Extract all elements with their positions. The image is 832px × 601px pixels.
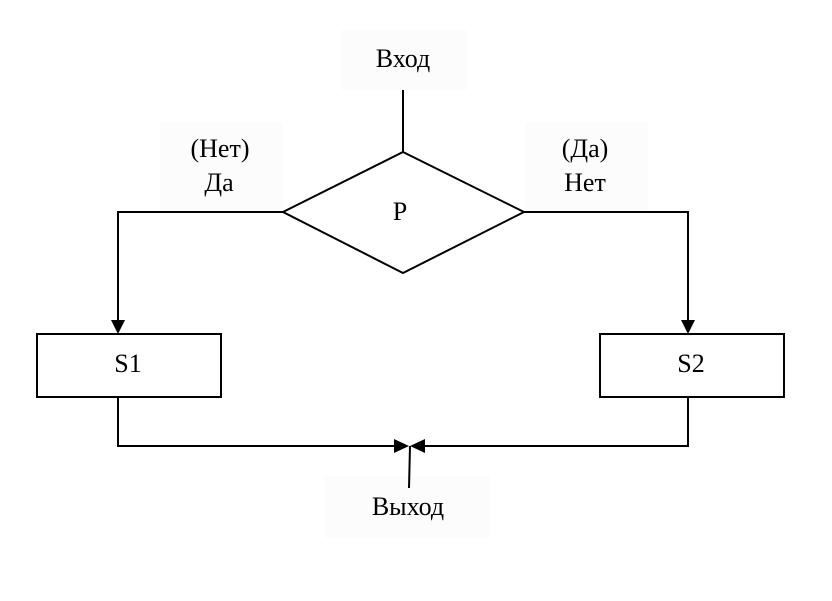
right-branch-connector bbox=[524, 211, 689, 322]
left-block-label: S1 bbox=[114, 349, 141, 378]
right-merge-connector bbox=[424, 397, 689, 447]
right-process-block bbox=[599, 333, 785, 398]
right-branch-label-line1: (Да) bbox=[562, 134, 609, 163]
right-branch-label-background bbox=[525, 122, 648, 212]
condition-diamond bbox=[280, 150, 527, 275]
left-branch-arrowhead bbox=[111, 320, 125, 334]
right-branch-label-line2: Нет bbox=[564, 168, 606, 197]
left-branch-label-background bbox=[160, 122, 283, 212]
left-branch-label-line1: (Нет) bbox=[191, 134, 250, 163]
exit-label-background bbox=[325, 476, 490, 538]
right-block-label: S2 bbox=[677, 349, 704, 378]
right-merge-arrowhead bbox=[410, 439, 425, 453]
left-merge-arrowhead bbox=[394, 439, 409, 453]
left-process-block bbox=[36, 333, 222, 398]
right-branch-arrowhead bbox=[681, 320, 695, 334]
exit-connector bbox=[408, 445, 411, 489]
left-branch-connector bbox=[117, 211, 283, 322]
exit-label: Выход bbox=[372, 492, 444, 521]
left-branch-label-line2: Да bbox=[204, 168, 234, 197]
entry-label: Вход bbox=[376, 44, 431, 73]
condition-label: P bbox=[393, 197, 407, 226]
entry-label-background bbox=[341, 30, 467, 90]
left-merge-connector bbox=[117, 397, 396, 447]
